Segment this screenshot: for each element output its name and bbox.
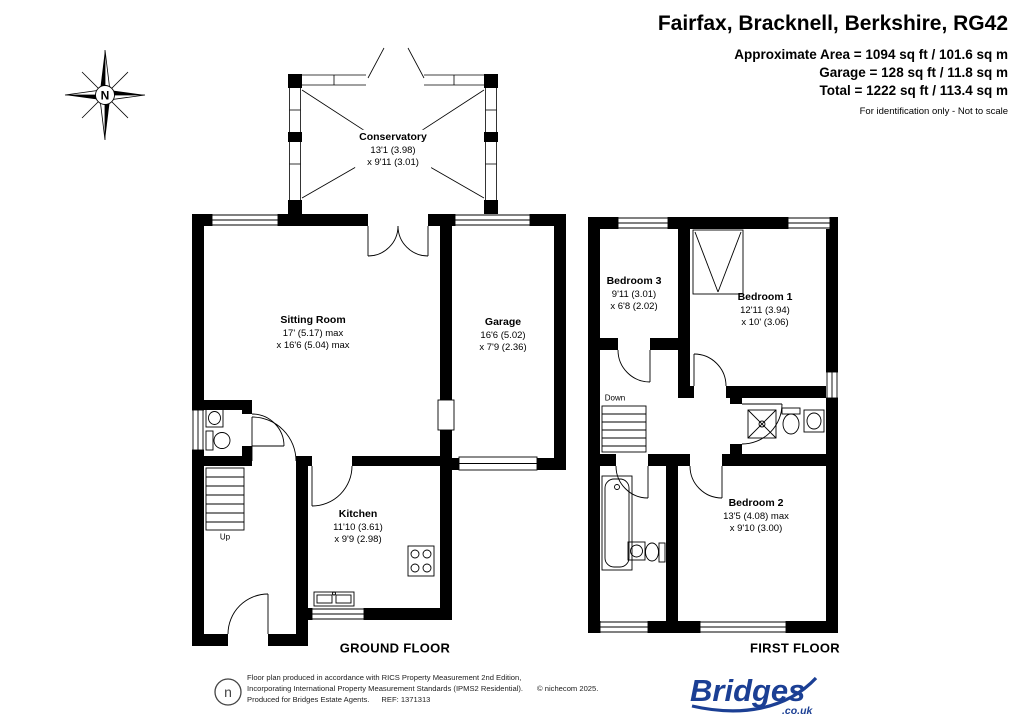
door-arc [227, 593, 269, 635]
bridges-logo-swoosh [691, 676, 818, 713]
sink-icon [313, 591, 355, 607]
toilet-icon [205, 430, 231, 451]
wardrobe-doors [692, 229, 744, 295]
ground-floor-details [192, 47, 538, 635]
window [211, 214, 279, 226]
room-label-kitchen: Kitchen 11'10 (3.61) x 9'9 (2.98) [333, 507, 383, 545]
door-arc [617, 349, 651, 383]
window [311, 608, 365, 620]
nichecom-icon: n [214, 678, 242, 706]
sink-icon [205, 408, 224, 428]
approximate-area-line: Approximate Area = 1094 sq ft / 101.6 sq… [734, 47, 1008, 62]
total-area-line: Total = 1222 sq ft / 113.4 sq m [819, 83, 1008, 98]
toilet-icon [645, 542, 666, 563]
footer-disclaimer: Floor plan produced in accordance with R… [247, 673, 598, 705]
compass-north-label: N [101, 89, 110, 103]
page-title: Fairfax, Bracknell, Berkshire, RG42 [657, 12, 1008, 35]
stairs-down [601, 405, 647, 453]
sink-icon [627, 541, 646, 561]
door-arc [615, 465, 649, 499]
reference-number: REF: 1371313 [381, 694, 431, 704]
bridges-logo: Bridges .co.uk [690, 673, 818, 717]
stairs-up-label: Up [219, 532, 231, 542]
window [599, 621, 649, 633]
compass-icon: N [64, 49, 146, 141]
window [617, 217, 669, 229]
stairs-up [205, 467, 245, 531]
room-label-conservatory: Conservatory 13'1 (3.98) x 9'11 (3.01) [355, 129, 431, 171]
conservatory-glazing [289, 47, 497, 200]
disclaimer-line2: Incorporating International Property Mea… [247, 683, 599, 693]
door-arc [251, 413, 285, 447]
room-label-bedroom2: Bedroom 2 13'5 (4.08) max x 9'10 (3.00) [723, 496, 789, 534]
door-arc [251, 416, 297, 462]
garage-area-line: Garage = 128 sq ft / 11.8 sq m [819, 65, 1008, 80]
disclaimer-line1: Floor plan produced in accordance with R… [247, 673, 522, 682]
toilet-icon [781, 407, 801, 435]
ground-floor-walls [192, 74, 566, 646]
svg-text:n: n [224, 684, 232, 700]
disclaimer-line3: Produced for Bridges Estate Agents.REF: … [247, 694, 431, 704]
first-floor-details [599, 217, 838, 633]
window [192, 409, 204, 451]
header: Fairfax, Bracknell, Berkshire, RG42 Appr… [658, 12, 1008, 117]
door-arc [693, 353, 727, 387]
window [699, 621, 787, 633]
window [787, 217, 831, 229]
room-label-garage: Garage 16'6 (5.02) x 7'9 (2.36) [479, 315, 527, 353]
first-floor-walls [588, 217, 838, 633]
scale-note: For identification only - Not to scale [859, 106, 1008, 117]
ground-floor-caption: GROUND FLOOR [339, 640, 451, 656]
room-label-bedroom3: Bedroom 3 9'11 (3.01) x 6'8 (2.02) [606, 274, 662, 312]
window [826, 371, 838, 399]
stairs-down-label: Down [604, 393, 626, 403]
door-arc [689, 465, 723, 499]
bridges-logo-suffix: .co.uk [782, 705, 814, 717]
door-arc [311, 465, 353, 507]
shower-icon [747, 409, 777, 439]
sink-icon [803, 409, 825, 433]
copyright: © nichecom 2025. [537, 683, 599, 693]
hob-icon [407, 545, 435, 577]
window [454, 214, 531, 226]
garage-door [458, 456, 538, 471]
internal-door [437, 399, 455, 431]
room-label-bedroom1: Bedroom 1 12'11 (3.94) x 10' (3.06) [737, 290, 793, 328]
bathtub-icon [601, 475, 633, 571]
room-label-sitting-room: Sitting Room 17' (5.17) max x 16'6 (5.04… [276, 313, 350, 351]
door-arc [367, 225, 429, 257]
bridges-logo-text: Bridges [690, 673, 805, 708]
first-floor-caption: FIRST FLOOR [750, 640, 840, 656]
